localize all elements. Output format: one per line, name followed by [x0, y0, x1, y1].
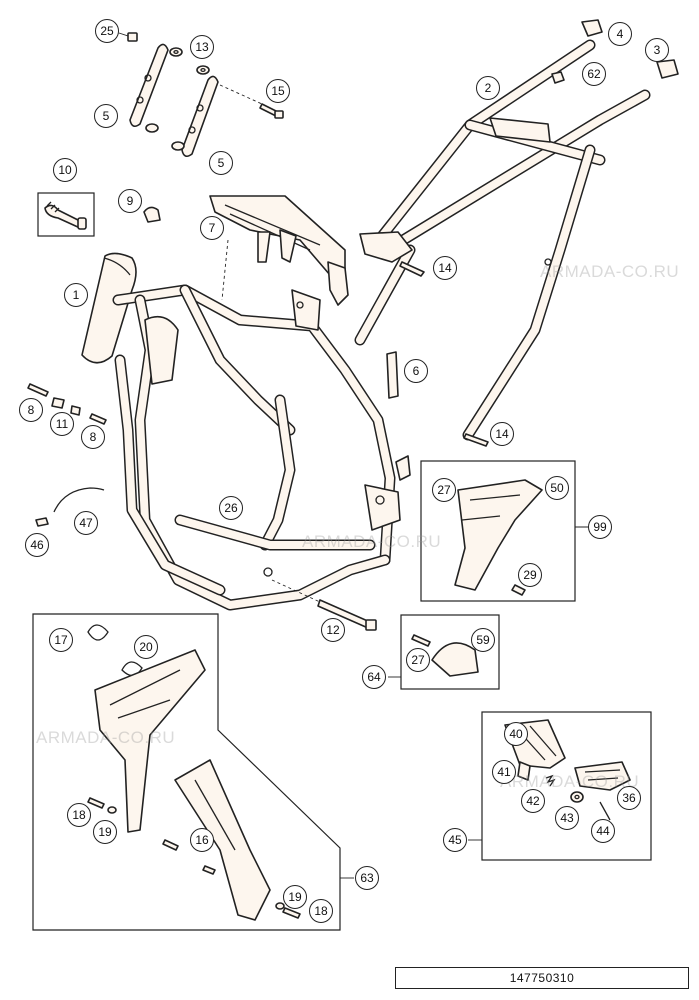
callout-c13: 13	[190, 35, 214, 59]
cap-3	[656, 59, 679, 79]
callout-c27a: 27	[432, 478, 456, 502]
bolt-15	[219, 84, 284, 119]
box-63-frame-protectors	[32, 613, 341, 931]
callout-c17: 17	[49, 628, 73, 652]
callout-c43: 43	[555, 806, 579, 830]
callout-c6: 6	[404, 359, 428, 383]
callout-c14a: 14	[433, 256, 457, 280]
callout-c14b: 14	[490, 422, 514, 446]
part-7-holder	[209, 195, 349, 306]
callout-c12: 12	[321, 618, 345, 642]
bolts-18-19	[87, 797, 301, 919]
callout-c1: 1	[64, 283, 88, 307]
callout-c2: 2	[476, 76, 500, 100]
box-45-footrests	[481, 711, 652, 861]
pin-41	[517, 761, 531, 781]
callout-c25: 25	[95, 19, 119, 43]
callout-c18a: 18	[67, 803, 91, 827]
callout-c11: 11	[50, 412, 74, 436]
callout-c45: 45	[443, 828, 467, 852]
box-99-side-stand	[420, 460, 576, 602]
callout-c5a: 5	[94, 104, 118, 128]
callout-c40: 40	[504, 722, 528, 746]
spring-42	[545, 774, 556, 787]
cable-tie-17	[87, 624, 109, 641]
footrest-36	[574, 761, 631, 791]
nut-62	[551, 71, 565, 84]
axle-12	[271, 579, 377, 631]
callout-c42: 42	[521, 789, 545, 813]
callout-c36: 36	[617, 786, 641, 810]
hose-47	[35, 487, 105, 527]
part-59	[411, 634, 479, 677]
callout-c62: 62	[582, 62, 606, 86]
callout-c10: 10	[53, 158, 77, 182]
callout-c59: 59	[471, 628, 495, 652]
frame-protector-right-16	[174, 759, 271, 921]
callout-c4: 4	[608, 22, 632, 46]
callout-c29: 29	[518, 563, 542, 587]
callout-c16: 16	[190, 828, 214, 852]
callout-c20: 20	[134, 635, 158, 659]
bolts-8-11	[27, 383, 107, 425]
callout-c50: 50	[545, 476, 569, 500]
callout-c47: 47	[74, 511, 98, 535]
frame-part-1	[81, 252, 137, 364]
bolt-25	[118, 32, 138, 42]
callout-c46: 46	[25, 533, 49, 557]
diagram-number: 147750310	[395, 967, 689, 989]
part-10	[44, 201, 87, 230]
callout-c44: 44	[591, 819, 615, 843]
callout-c63: 63	[355, 866, 379, 890]
subframe-2	[354, 39, 651, 441]
callout-c19b: 19	[283, 885, 307, 909]
callout-c19a: 19	[93, 820, 117, 844]
main-frame	[112, 284, 411, 611]
cable-tie-20	[121, 661, 143, 677]
cap-4	[581, 19, 603, 37]
callout-c8a: 8	[19, 398, 43, 422]
callout-c3: 3	[645, 38, 669, 62]
box-part-10	[37, 192, 95, 237]
washer-13	[145, 47, 210, 151]
frame-protector-left	[94, 649, 206, 833]
part-9	[143, 206, 161, 223]
box-64	[400, 614, 500, 690]
callout-c41: 41	[492, 760, 516, 784]
bolt-14	[399, 261, 489, 447]
callout-c7: 7	[200, 216, 224, 240]
upper-link-right	[181, 75, 219, 158]
side-stand-50	[454, 479, 543, 596]
callout-c64: 64	[362, 665, 386, 689]
callout-c27b: 27	[406, 648, 430, 672]
washer-43	[570, 791, 584, 803]
upper-link-left	[129, 43, 169, 128]
callout-c8b: 8	[81, 425, 105, 449]
callout-c9: 9	[118, 189, 142, 213]
callout-c26: 26	[219, 496, 243, 520]
callout-c15: 15	[266, 79, 290, 103]
cotter-pin-44	[599, 801, 611, 821]
bracket-6	[386, 351, 399, 399]
callout-c5b: 5	[209, 151, 233, 175]
callout-c99: 99	[588, 515, 612, 539]
callout-c18b: 18	[309, 899, 333, 923]
